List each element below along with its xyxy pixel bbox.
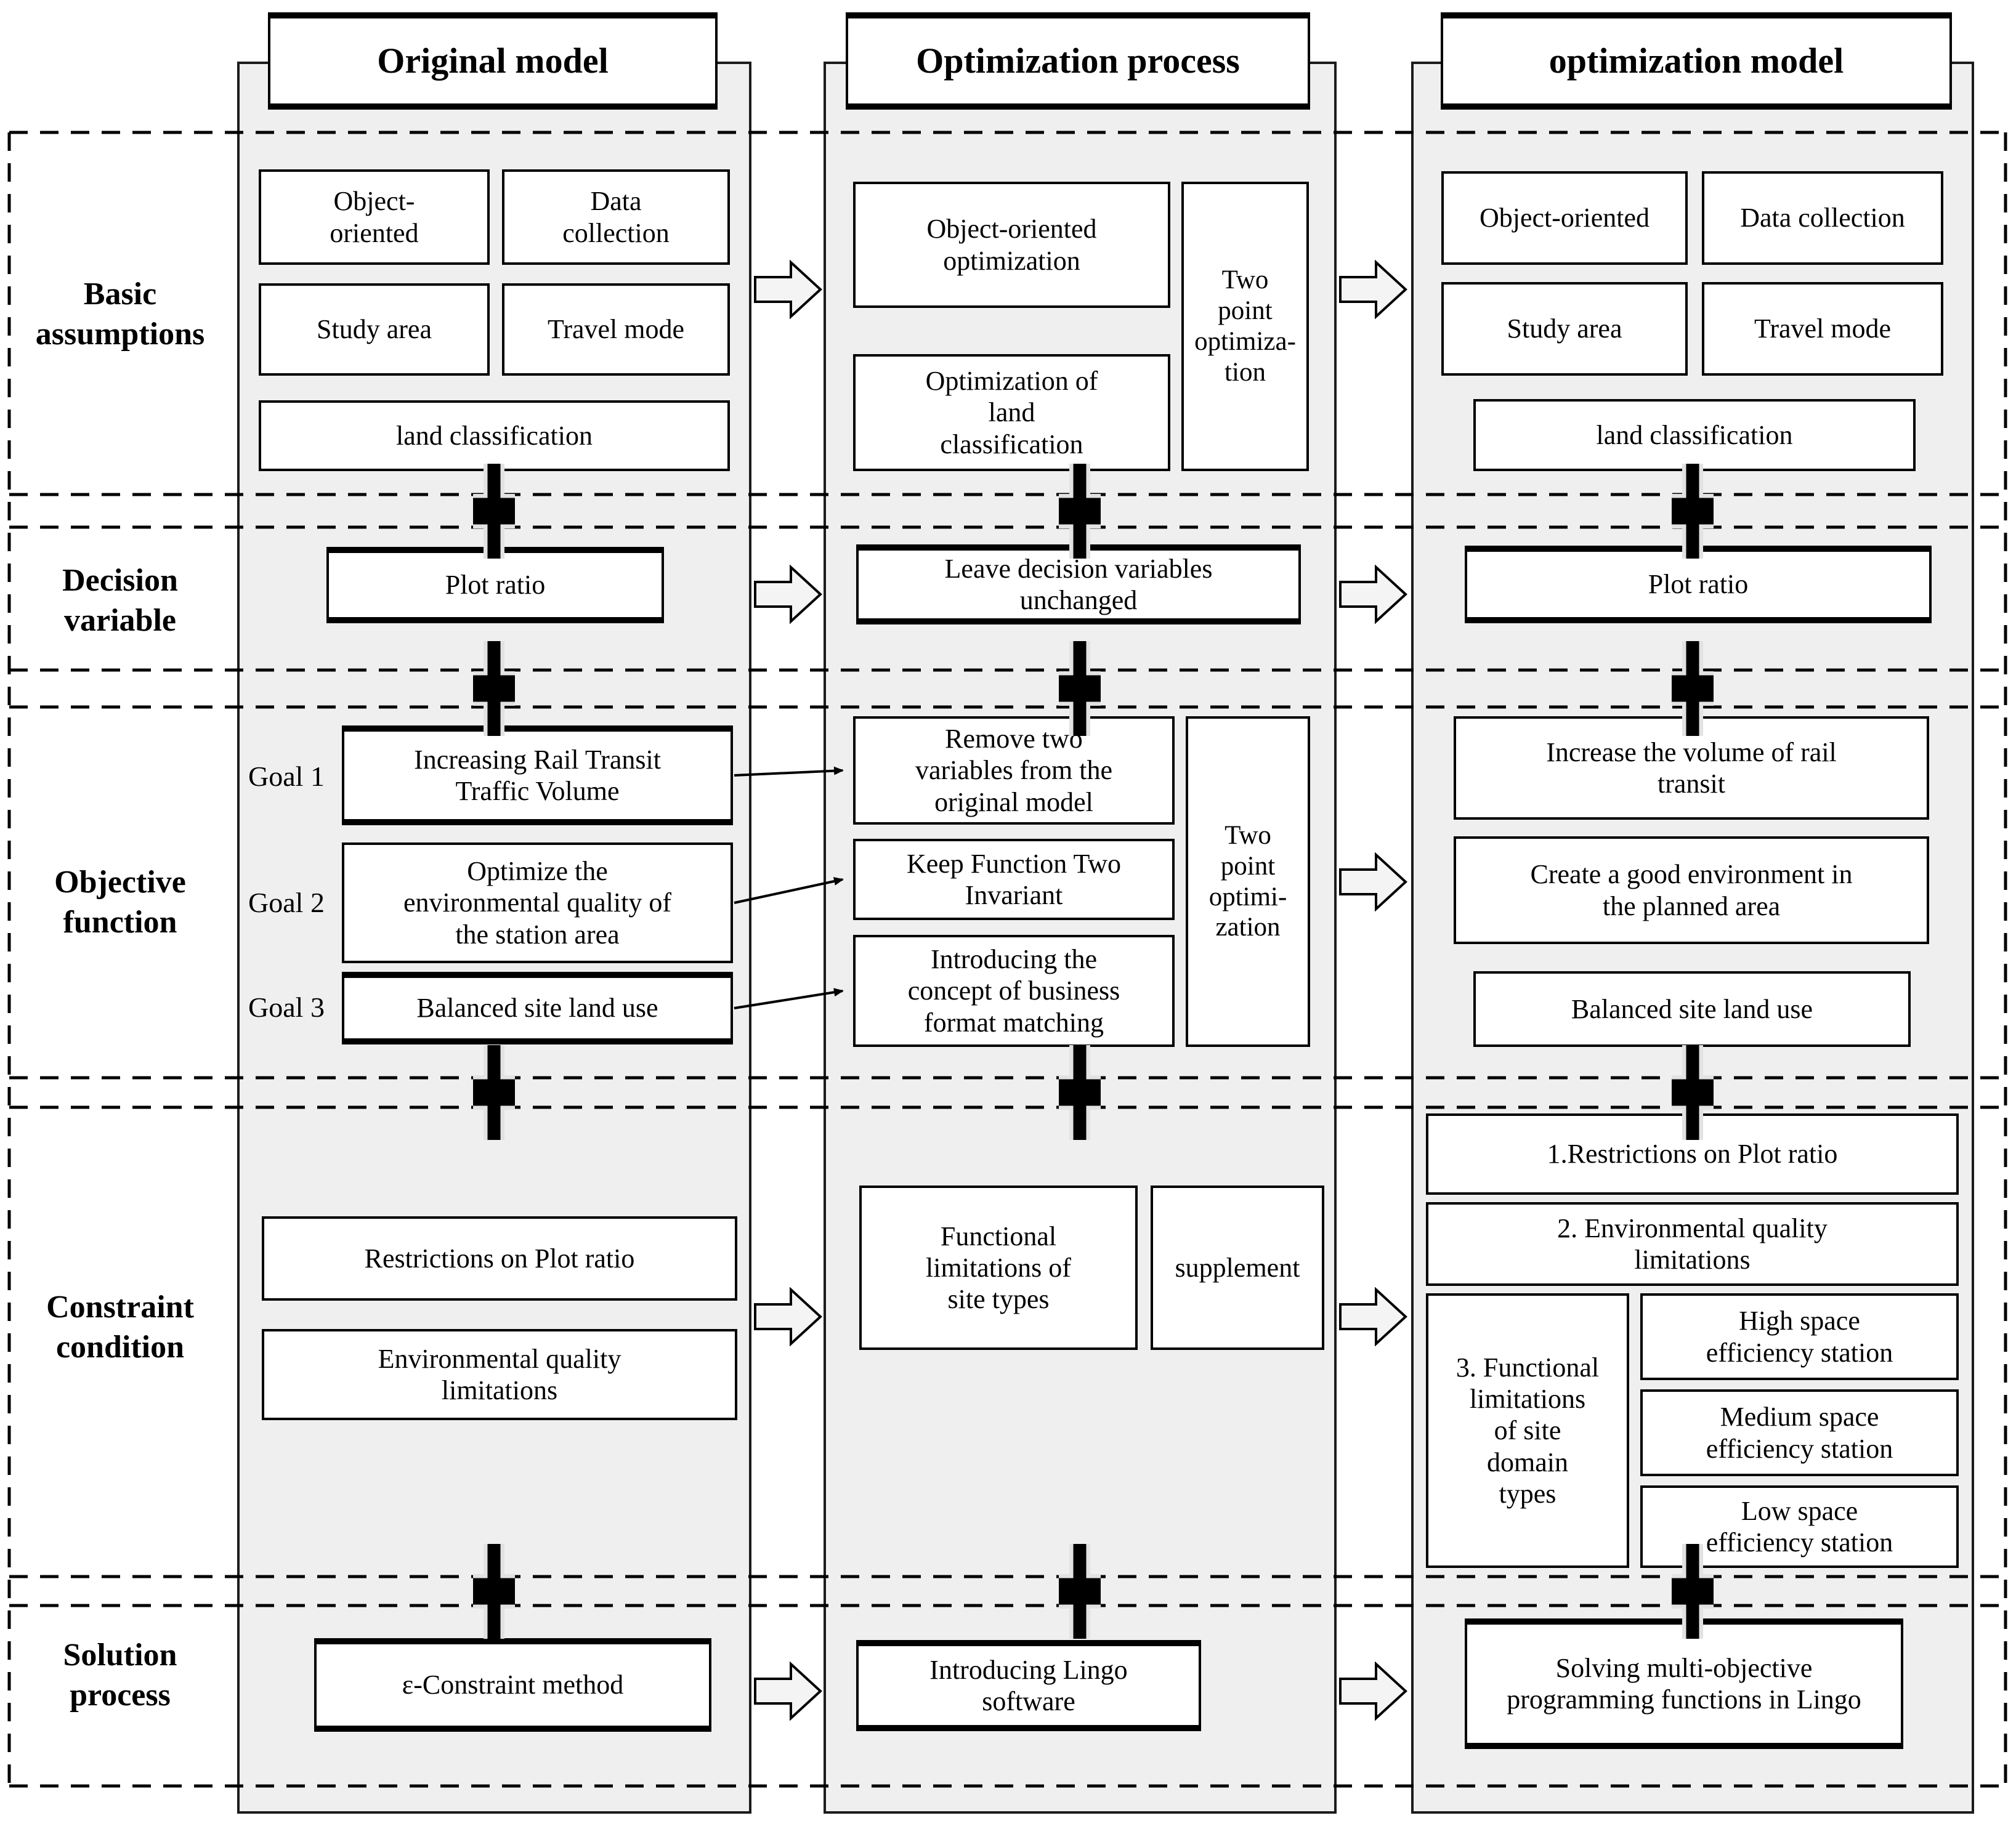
box-low-space-station: Low space efficiency station xyxy=(1640,1485,1959,1568)
box-environmental-limitations: Environmental quality limitations xyxy=(262,1329,737,1420)
header-original-model: Original model xyxy=(268,12,718,110)
box-object-oriented-optimized: Object-oriented xyxy=(1441,171,1688,265)
arrow-right-icon xyxy=(1339,1662,1407,1721)
box-constraint2-optimized: 2. Environmental quality limitations xyxy=(1426,1202,1959,1286)
box-goal3-original: Balanced site land use xyxy=(342,972,733,1044)
box-goal2-original: Optimize the environmental quality of th… xyxy=(342,842,733,963)
box-leave-decision-unchanged: Leave decision variables unchanged xyxy=(856,544,1301,624)
box-introducing-lingo: Introducing Lingo software xyxy=(856,1640,1201,1731)
box-travel-mode-original: Travel mode xyxy=(502,283,730,376)
box-data-collection-optimized: Data collection xyxy=(1702,171,1943,265)
box-solving-lingo: Solving multi-objective programming func… xyxy=(1465,1618,1903,1749)
header-optimization-model: optimization model xyxy=(1441,12,1952,110)
arrow-right-icon xyxy=(1339,852,1407,911)
arrow-right-icon xyxy=(754,565,822,624)
box-introducing-concept: Introducing the concept of business form… xyxy=(853,935,1175,1047)
box-plot-ratio-optimized: Plot ratio xyxy=(1465,546,1932,623)
box-land-classification-original: land classification xyxy=(259,400,730,471)
arrow-right-icon xyxy=(754,260,822,319)
arrow-right-icon xyxy=(1339,260,1407,319)
box-good-environment-optimized: Create a good environment in the planned… xyxy=(1454,836,1929,944)
box-high-space-station: High space efficiency station xyxy=(1640,1293,1959,1380)
box-data-collection-original: Data collection xyxy=(502,169,730,265)
box-two-point-optimization-1: Two point optimiza- tion xyxy=(1181,182,1309,471)
row-label-constraint-condition: Constraint condition xyxy=(46,1290,194,1365)
box-functional-limitations: Functional limitations of site types xyxy=(859,1186,1138,1350)
box-study-area-original: Study area xyxy=(259,283,490,376)
box-two-point-optimization-2: Two point optimi- zation xyxy=(1186,716,1310,1047)
arrow-right-icon xyxy=(754,1662,822,1721)
box-constraint1-optimized: 1.Restrictions on Plot ratio xyxy=(1426,1113,1959,1195)
box-optimization-of-land: Optimization of land classification xyxy=(853,354,1170,471)
box-keep-function-invariant: Keep Function Two Invariant xyxy=(853,839,1175,920)
box-travel-mode-optimized: Travel mode xyxy=(1702,282,1943,376)
row-label-decision-variable: Decision variable xyxy=(62,563,178,638)
goal-3-label: Goal 3 xyxy=(248,991,325,1023)
box-object-oriented-original: Object- oriented xyxy=(259,169,490,265)
box-constraint-method: ε-Constraint method xyxy=(314,1638,711,1732)
box-goal1-original: Increasing Rail Transit Traffic Volume xyxy=(342,725,733,825)
goal-1-label: Goal 1 xyxy=(248,760,325,792)
box-constraint3-optimized: 3. Functional limitations of site domain… xyxy=(1426,1293,1629,1568)
arrow-right-icon xyxy=(754,1287,822,1346)
box-plot-ratio-original: Plot ratio xyxy=(326,547,664,623)
box-object-oriented-optimization: Object-oriented optimization xyxy=(853,182,1170,308)
box-medium-space-station: Medium space efficiency station xyxy=(1640,1389,1959,1476)
box-supplement: supplement xyxy=(1151,1186,1324,1350)
box-restrictions-plot-ratio: Restrictions on Plot ratio xyxy=(262,1216,737,1301)
row-label-basic-assumptions: Basic assumptions xyxy=(35,277,205,352)
box-land-classification-optimized: land classification xyxy=(1473,399,1916,471)
arrow-right-icon xyxy=(1339,565,1407,624)
row-label-objective-function: Objective function xyxy=(54,865,186,940)
row-label-solution-process: Solution process xyxy=(63,1638,177,1713)
box-study-area-optimized: Study area xyxy=(1441,282,1688,376)
arrow-right-icon xyxy=(1339,1287,1407,1346)
header-optimization-process: Optimization process xyxy=(846,12,1310,110)
box-balanced-land-optimized: Balanced site land use xyxy=(1473,971,1911,1047)
box-increase-volume-optimized: Increase the volume of rail transit xyxy=(1454,716,1929,820)
box-remove-two-variables: Remove two variables from the original m… xyxy=(853,716,1175,825)
goal-2-label: Goal 2 xyxy=(248,886,325,918)
